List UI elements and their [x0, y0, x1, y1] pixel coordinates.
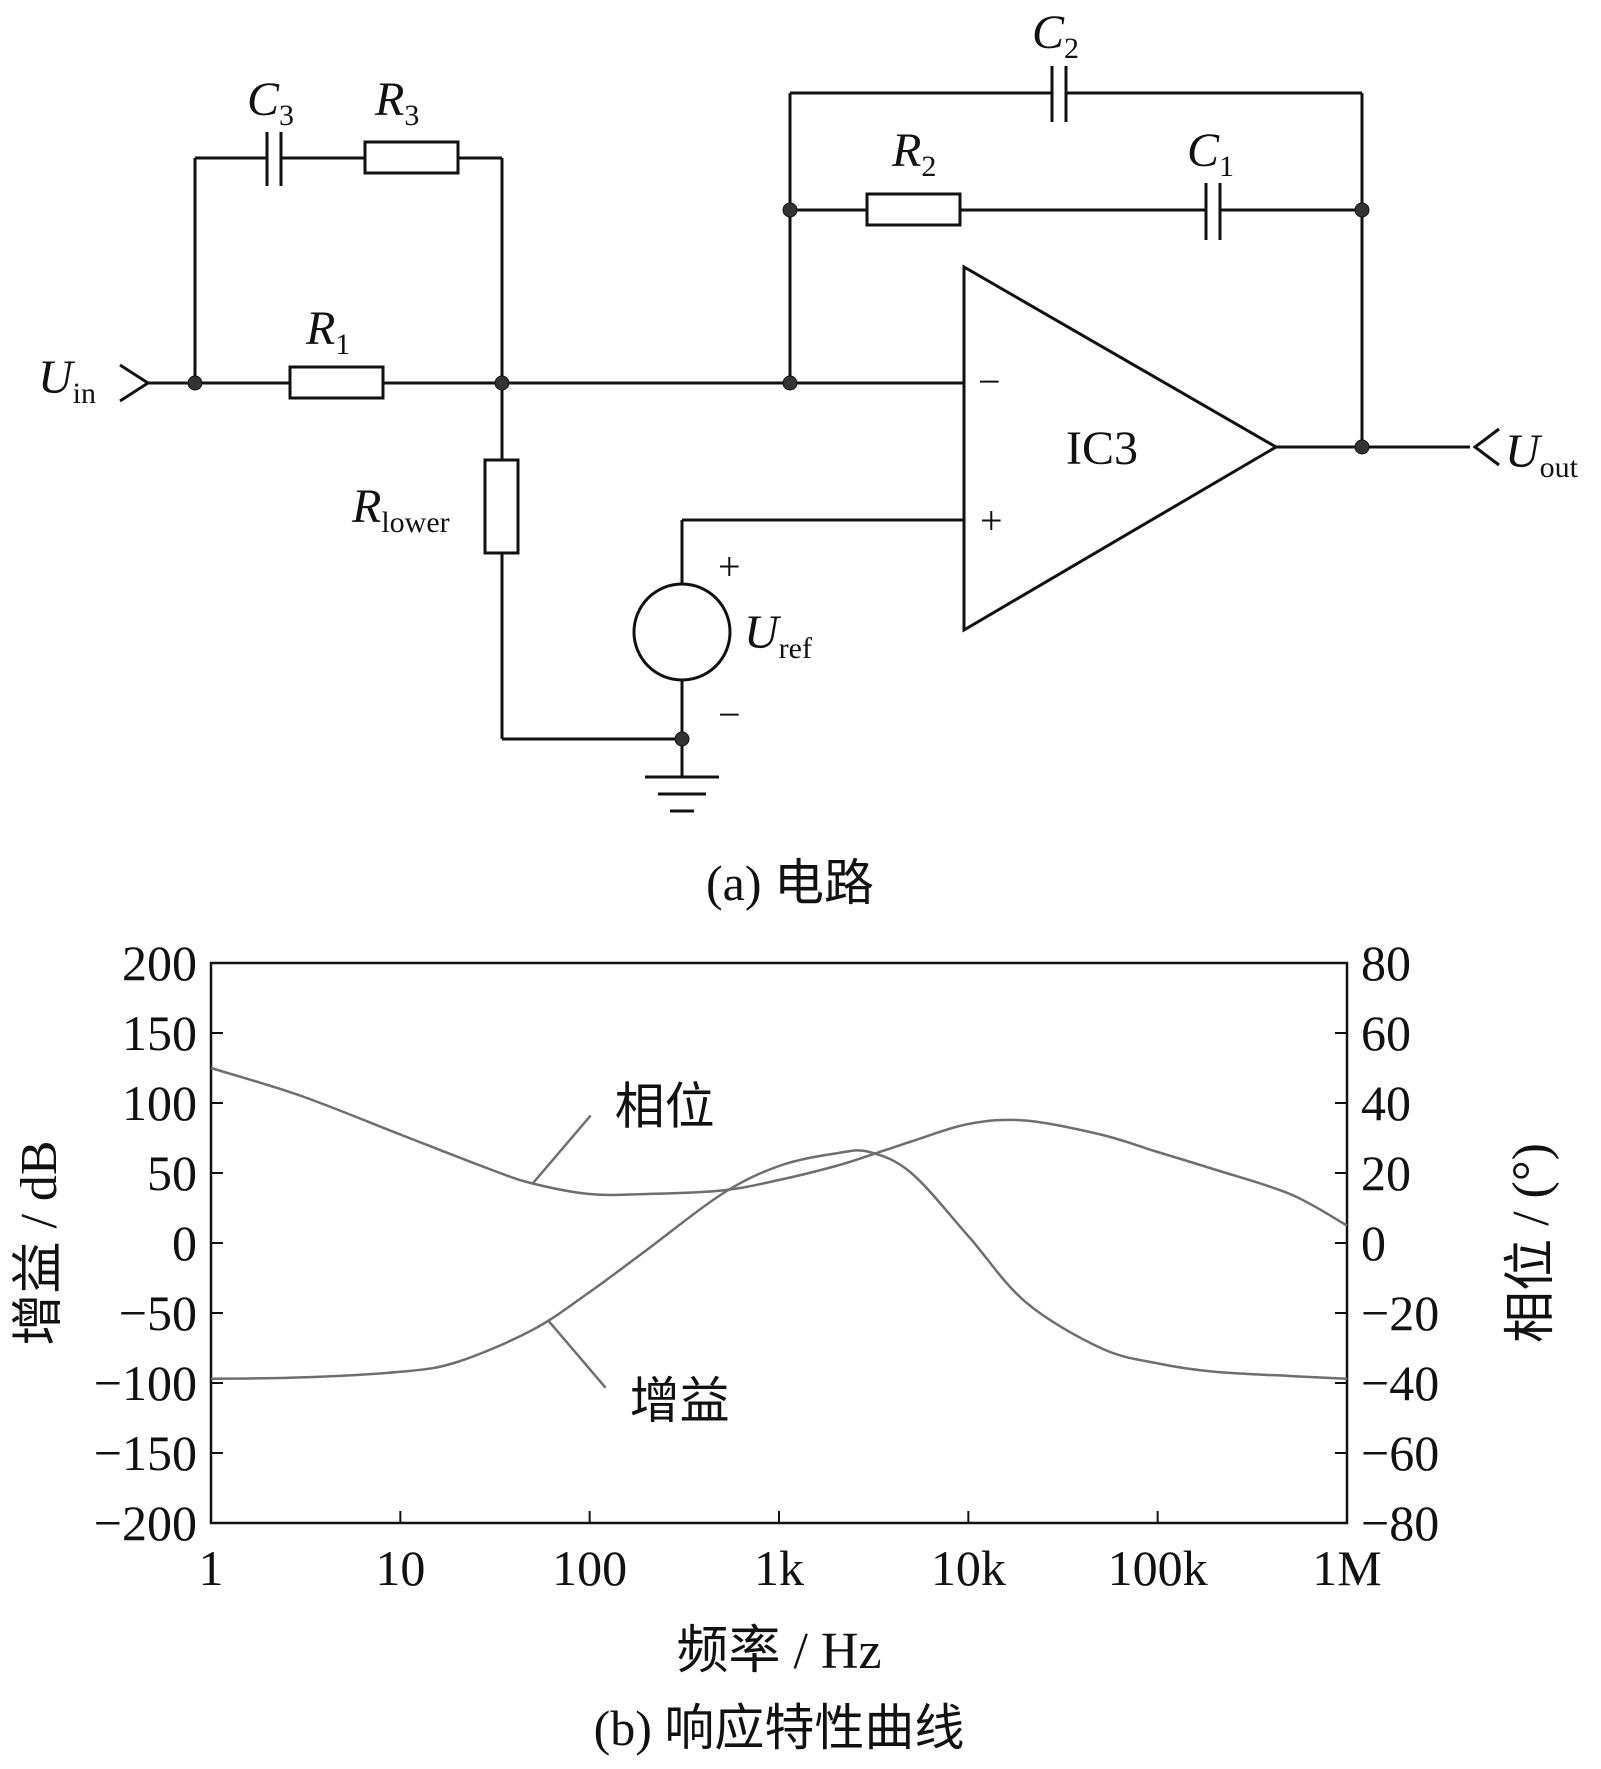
voltage-source-uref: [632, 582, 732, 682]
left-y-tick-label: −200: [94, 1495, 197, 1551]
annotation-label: 增益: [630, 1373, 730, 1429]
opamp-label: IC3: [1066, 422, 1138, 475]
r3-label-sub: 3: [404, 99, 419, 132]
r1-label-sub: 1: [335, 328, 350, 361]
left-y-tick-label: 150: [122, 1005, 197, 1061]
opamp-ic3: [962, 264, 1279, 633]
left-y-axis-label: 增益 / dB: [11, 1140, 68, 1345]
x-axis: 1 10 100 1k 10k 100k 1M: [199, 1511, 1382, 1596]
x-tick-label: 1M: [1312, 1540, 1381, 1596]
chart-caption: (b) 响应特性曲线: [594, 1700, 965, 1756]
r2-label-main: R: [891, 124, 921, 177]
output-arrow: [1472, 427, 1500, 467]
resistor-r2: [865, 192, 962, 227]
left-y-tick-label: 0: [172, 1215, 197, 1271]
left-y-tick-label: −50: [119, 1285, 197, 1341]
junction-dot: [1354, 202, 1370, 218]
x-tick-label: 1k: [754, 1540, 804, 1596]
uref-minus-label: −: [718, 692, 741, 737]
r1-label: R1: [305, 302, 350, 361]
left-y-tick-label: 50: [147, 1145, 197, 1201]
input-label-sub: in: [73, 377, 96, 410]
left-y-tick-label: 100: [122, 1075, 197, 1131]
c2-label-sub: 2: [1064, 32, 1079, 65]
input-label-main: U: [38, 351, 76, 404]
c1-label-sub: 1: [1219, 150, 1234, 183]
input-arrow: [119, 363, 151, 403]
x-tick-label: 10: [375, 1540, 425, 1596]
c1-label: C1: [1187, 124, 1234, 183]
junction-dot: [782, 375, 798, 391]
left-y-tick-label: −100: [94, 1355, 197, 1411]
uref-label-sub: ref: [779, 632, 812, 665]
right-y-tick-label: −40: [1361, 1355, 1439, 1411]
output-label-sub: out: [1540, 451, 1579, 484]
right-y-tick-label: 0: [1361, 1215, 1386, 1271]
input-label: Uin: [38, 351, 96, 410]
rlower-label-main: R: [351, 480, 381, 533]
uref-label-main: U: [744, 606, 782, 659]
uref-label: Uref: [744, 606, 812, 665]
junction-dot: [782, 202, 798, 218]
right-y-tick-label: 40: [1361, 1075, 1411, 1131]
x-tick-label: 10k: [931, 1540, 1006, 1596]
left-y-tick-label: −150: [94, 1425, 197, 1481]
annotation-leader: [531, 1114, 592, 1185]
circuit-caption: (a) 电路: [706, 855, 874, 911]
right-y-axis: 80 60 40 20 0 −20 −40 −60 −80: [1335, 935, 1439, 1551]
rlower-label: Rlower: [351, 480, 450, 539]
r3-label: R3: [374, 73, 419, 132]
c3-label-sub: 3: [279, 99, 294, 132]
resistor-r1: [288, 365, 385, 400]
right-y-axis-label: 相位 / (°): [1503, 1143, 1560, 1343]
junction-dot: [187, 375, 203, 391]
gain-curve: [210, 1149, 1348, 1381]
right-y-tick-label: −20: [1361, 1285, 1439, 1341]
x-tick-label: 100k: [1108, 1540, 1208, 1596]
annotation-label: 相位: [615, 1079, 715, 1135]
c2-label: C2: [1032, 6, 1079, 65]
r1-label-main: R: [305, 302, 335, 355]
output-label: Uout: [1505, 425, 1579, 484]
junction-dot: [674, 731, 690, 747]
output-label-main: U: [1505, 425, 1543, 478]
uref-plus-label: +: [718, 544, 741, 589]
r2-label-sub: 2: [921, 150, 936, 183]
c3-label-main: C: [247, 73, 280, 126]
junction-dot: [494, 375, 510, 391]
series-group: [210, 1066, 1348, 1381]
plot-frame: [209, 961, 1349, 1525]
phase-curve: [210, 1066, 1348, 1227]
right-y-tick-label: 80: [1361, 935, 1411, 991]
resistor-rlower: [483, 458, 520, 555]
right-y-tick-label: 20: [1361, 1145, 1411, 1201]
junction-dot: [1354, 439, 1370, 455]
opamp-minus-label: −: [978, 359, 1001, 404]
right-y-tick-label: 60: [1361, 1005, 1411, 1061]
right-y-tick-label: −60: [1361, 1425, 1439, 1481]
c1-label-main: C: [1187, 124, 1220, 177]
r2-label: R2: [891, 124, 936, 183]
rlower-label-sub: lower: [381, 506, 449, 539]
x-tick-label: 1: [199, 1540, 224, 1596]
annotation-leader: [546, 1319, 607, 1389]
right-y-tick-label: −80: [1361, 1495, 1439, 1551]
resistor-r3: [363, 140, 460, 175]
x-axis-label: 频率 / Hz: [676, 1623, 881, 1680]
left-y-axis: 200 150 100 50 0 −50 −100 −150 −200: [94, 935, 223, 1551]
c3-label: C3: [247, 73, 294, 132]
c2-label-main: C: [1032, 6, 1065, 59]
left-y-tick-label: 200: [122, 935, 197, 991]
x-tick-label: 100: [552, 1540, 627, 1596]
circuit-diagram: Uin Uout R1 R3 C3 Rlower R2 C1 C2 IC3 − …: [38, 6, 1579, 911]
opamp-plus-label: +: [980, 498, 1003, 543]
r3-label-main: R: [374, 73, 404, 126]
